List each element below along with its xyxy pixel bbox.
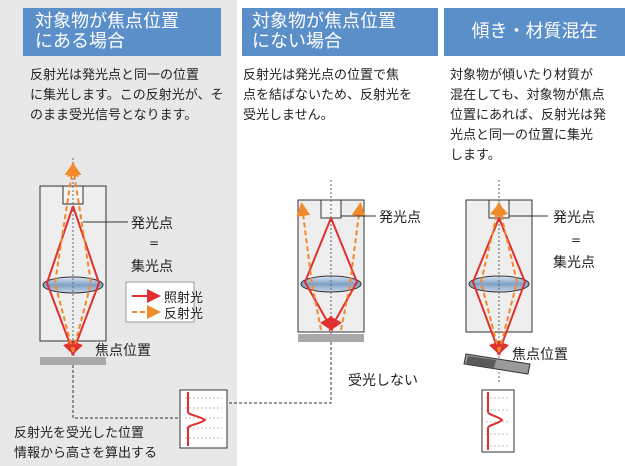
legend-reflection-label: 反射光 [164,307,204,322]
column-1-description-line: 反射光は発光点と同一の位置 [30,68,200,83]
column-3-header-line-1: 傾き・材質混在 [471,21,598,42]
column-3-description-line: 対象物が傾いたり材質が [450,68,594,83]
column-1-optics [39,158,195,421]
objective-lens [42,276,104,294]
signal-curve [187,392,207,446]
column-1-header-line-2: にある場合 [35,31,125,52]
signal-curve [487,392,504,450]
reflection-ray [479,202,504,353]
reflection-ray [340,202,366,331]
illumination-ray [303,217,333,332]
column-2-description-line: 受光しません。 [243,108,334,123]
column-2-header-line-1: 対象物が焦点位置 [252,11,396,32]
column-2-description-line: 点を結ばないため、反射光を [243,88,413,103]
footer-note: 反射光を受光した位置 情報から高さを算出する [14,424,157,464]
column-3-description-line: します。 [450,148,501,163]
signal-path [72,365,189,421]
column-3-description: 対象物が傾いたり材質が 混在しても、対象物が焦点 位置にあれば、反射光は発 光点… [450,66,625,166]
column-2-header: 対象物が焦点位置 にない場合 [242,8,438,56]
column-1-header-line-1: 対象物が焦点位置 [35,11,179,32]
illumination-ray [69,205,101,356]
focus-point-label: 集光点 [553,255,595,271]
equals-sign: = [149,236,160,250]
emission-point-label: 発光点 [553,210,595,226]
detector-frame [481,389,515,453]
column-3-description-line: 位置にあれば、反射光は発 [450,108,607,123]
column-3-description-line: 混在しても、対象物が焦点 [450,88,605,103]
column-1-description-line: のまま受光信号となります。 [30,108,198,123]
column-2-optics [199,180,376,406]
focus-point-label: 集光点 [131,259,173,275]
target-surface [298,334,364,342]
column-2-description-line: 反射光は発光点の位置で焦 [243,68,400,83]
signal-path [199,342,332,406]
no-reception-label: 受光しない [348,373,418,389]
illumination-ray [45,205,77,356]
focal-position-label: 焦点位置 [512,347,568,363]
mixed-material [466,356,496,368]
legend-illumination-label: 照射光 [164,291,204,306]
emission-point-label: 発光点 [379,210,421,226]
column-1-header: 対象物が焦点位置 にある場合 [23,8,221,56]
emission-point-label: 発光点 [131,216,173,232]
column-2-description: 反射光は発光点の位置で焦 点を結ばないため、反射光を 受光しません。 [243,66,443,126]
detector-plot [179,389,228,449]
column-3-optics [463,180,548,453]
footer-note-line: 反射光を受光した位置 [14,426,145,441]
reflection-ray [494,202,519,353]
column-1-description: 反射光は発光点と同一の位置 に集光します。この反射光が、そ のまま受光信号となり… [30,66,235,126]
column-3-header: 傾き・材質混在 [444,8,625,56]
reflection-ray [296,202,322,331]
illumination-ray [329,217,359,332]
column-2-header-line-2: にない場合 [252,31,342,52]
column-3-description-line: 光点と同一の位置に集光 [450,128,594,143]
focal-position-label: 焦点位置 [95,343,151,359]
equals-sign: = [571,233,582,247]
footer-note-line: 情報から高さを算出する [14,446,158,461]
column-1-description-line: に集光します。この反射光が、そ [30,88,224,103]
target-surface [40,357,106,365]
